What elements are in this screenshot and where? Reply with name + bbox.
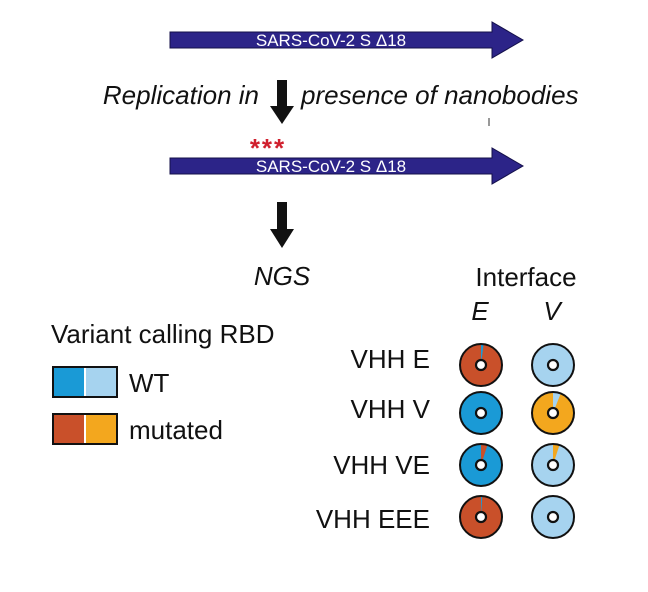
donut-hole xyxy=(546,510,560,524)
donut-hole xyxy=(474,458,488,472)
donut-outline xyxy=(531,443,575,487)
legend: Variant calling RBD WT mutated xyxy=(51,319,275,445)
donut-outline xyxy=(459,443,503,487)
interface-title: Interface xyxy=(475,262,576,292)
donut-outline xyxy=(459,495,503,539)
tick-mark xyxy=(488,118,490,126)
donut-hole xyxy=(546,406,560,420)
donut-vhh-eee-e xyxy=(459,495,503,539)
down-arrow-1 xyxy=(270,80,294,124)
legend-swatch-mut-v xyxy=(85,414,117,444)
donut-outline xyxy=(459,343,503,387)
donut-vhh-ve-v xyxy=(531,443,575,487)
row-label-vhh-v: VHH V xyxy=(351,394,431,424)
legend-swatch-wt-v xyxy=(85,367,117,397)
donut-outline xyxy=(531,391,575,435)
donut-hole xyxy=(474,406,488,420)
legend-swatch-mut-e xyxy=(53,414,85,444)
donut-vhh-e-e xyxy=(459,343,503,387)
down-arrow-2 xyxy=(270,202,294,248)
donut-hole xyxy=(474,358,488,372)
step1-right-label: presence of nanobodies xyxy=(300,80,579,110)
row-label-vhh-e: VHH E xyxy=(351,344,430,374)
donut-vhh-v-v xyxy=(531,391,575,435)
donut-vhh-v-e xyxy=(459,391,503,435)
legend-swatch-wt-e xyxy=(53,367,85,397)
gene-arrow-top: SARS-CoV-2 S Δ18 xyxy=(169,21,524,59)
legend-item-mutated: mutated xyxy=(52,413,223,445)
legend-item-wt: WT xyxy=(52,366,170,398)
donut-vhh-ve-e xyxy=(459,443,503,487)
donut-vhh-eee-v xyxy=(531,495,575,539)
gene-label-bottom: SARS-CoV-2 S Δ18 xyxy=(256,157,406,176)
legend-label-wt: WT xyxy=(129,368,170,398)
row-label-vhh-eee: VHH EEE xyxy=(316,504,430,534)
donut-outline xyxy=(531,495,575,539)
donut-hole xyxy=(474,510,488,524)
donut-vhh-e-v xyxy=(531,343,575,387)
legend-label-mutated: mutated xyxy=(129,415,223,445)
donut-hole xyxy=(546,358,560,372)
ngs-label: NGS xyxy=(254,261,311,291)
gene-label-top: SARS-CoV-2 S Δ18 xyxy=(256,31,406,50)
column-header-v: V xyxy=(543,296,563,326)
row-label-vhh-ve: VHH VE xyxy=(333,450,430,480)
donut-outline xyxy=(459,391,503,435)
legend-title: Variant calling RBD xyxy=(51,319,275,349)
donut-hole xyxy=(546,458,560,472)
donut-outline xyxy=(531,343,575,387)
donut-grid xyxy=(459,343,575,539)
column-header-e: E xyxy=(471,296,489,326)
step1-left-label: Replication in xyxy=(103,80,259,110)
gene-arrow-bottom: SARS-CoV-2 S Δ18 xyxy=(169,147,524,185)
